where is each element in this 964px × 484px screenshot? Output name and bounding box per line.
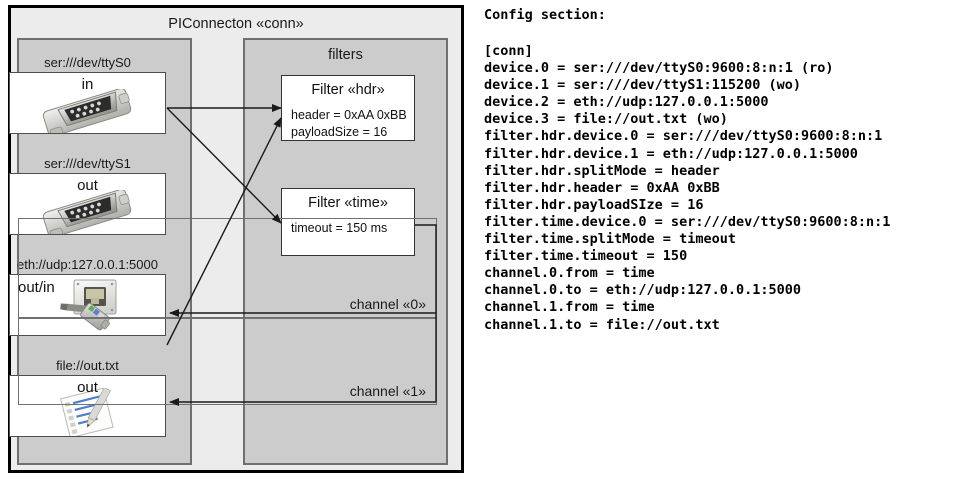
config-line: filter.hdr.device.0 = ser:///dev/ttyS0:9… [484, 128, 883, 145]
config-line: channel.1.to = file://out.txt [484, 316, 720, 333]
config-line: [conn] [484, 43, 533, 59]
config-line: filter.hdr.device.1 = eth://udp:127.0.0.… [484, 145, 858, 162]
filters-group-title: filters [328, 47, 363, 63]
device-label-serial0: ser:///dev/ttyS0 [44, 55, 131, 70]
config-line: channel.0.from = time [484, 265, 655, 282]
config-line: filter.time.timeout = 150 [484, 248, 688, 265]
filter-title-time: Filter «time» [308, 195, 388, 211]
config-line: filter.hdr.payloadSIze = 16 [484, 196, 704, 213]
channel-label-0: channel «0» [349, 296, 426, 312]
config-lines: [conn]device.0 = ser:///dev/ttyS0:9600:8… [484, 43, 890, 334]
device-label-file: file://out.txt [56, 358, 119, 373]
filter-card-hdr[interactable]: Filter «hdr» header = 0xAA 0xBB payloadS… [281, 75, 415, 141]
architecture-diagram: PIConnecton «conn» ser:///dev/ttyS0 in [0, 0, 470, 484]
config-heading: Config section: [484, 7, 606, 23]
filter-prop: timeout = 150 ms [291, 221, 388, 235]
config-line: device.1 = ser:///dev/ttyS1:115200 (wo) [484, 77, 801, 94]
channel-frame-0: channel «0» [18, 218, 437, 318]
serial-port-icon [36, 88, 140, 133]
filter-props-time: timeout = 150 ms [291, 220, 414, 237]
config-line: filter.time.device.0 = ser:///dev/ttyS0:… [484, 213, 891, 230]
device-label-serial1: ser:///dev/ttyS1 [44, 156, 131, 171]
device-label-ethernet: eth://udp:127.0.0.1:5000 [17, 257, 158, 272]
config-line: device.0 = ser:///dev/ttyS0:9600:8:n:1 (… [484, 60, 834, 77]
device-direction-ethernet: out/in [18, 279, 55, 296]
config-line: device.3 = file://out.txt (wo) [484, 111, 728, 128]
device-card-serial1[interactable]: out [9, 173, 166, 235]
config-line: filter.hdr.header = 0xAA 0xBB [484, 179, 720, 196]
filter-card-time[interactable]: Filter «time» timeout = 150 ms [281, 188, 415, 256]
device-card-ethernet[interactable]: out/in [9, 274, 166, 336]
config-line: filter.hdr.splitMode = header [484, 162, 720, 179]
device-card-serial0[interactable]: in [9, 72, 166, 134]
filter-title-hdr: Filter «hdr» [311, 82, 385, 98]
text-file-icon [55, 387, 127, 436]
filter-props-hdr: header = 0xAA 0xBB payloadSize = 16 [291, 107, 414, 141]
device-card-file[interactable]: out [9, 375, 166, 437]
device-direction-file: out [77, 379, 98, 396]
config-line: filter.time.splitMode = timeout [484, 231, 736, 248]
ethernet-jack-icon [60, 278, 144, 335]
filter-prop: payloadSize = 16 [291, 124, 388, 139]
diagram-title: PIConnecton «conn» [168, 16, 304, 32]
config-panel: Config section: [conn]device.0 = ser:///… [480, 0, 964, 484]
device-direction-serial0: in [81, 76, 94, 93]
device-direction-serial1: out [77, 177, 98, 194]
config-line: channel.1.from = time [484, 299, 655, 316]
device-entry-file[interactable]: file://out.txt out [9, 358, 166, 437]
channel-label-1: channel «1» [349, 383, 426, 399]
config-line: device.2 = eth://udp:127.0.0.1:5000 [484, 94, 769, 111]
device-entry-ethernet[interactable]: eth://udp:127.0.0.1:5000 out/in [9, 257, 166, 336]
filter-prop: header = 0xAA 0xBB [291, 108, 407, 122]
config-line: channel.0.to = eth://udp:127.0.0.1:5000 [484, 282, 801, 299]
device-entry-serial0[interactable]: ser:///dev/ttyS0 in [9, 55, 166, 134]
device-entry-serial1[interactable]: ser:///dev/ttyS1 out [9, 156, 166, 235]
